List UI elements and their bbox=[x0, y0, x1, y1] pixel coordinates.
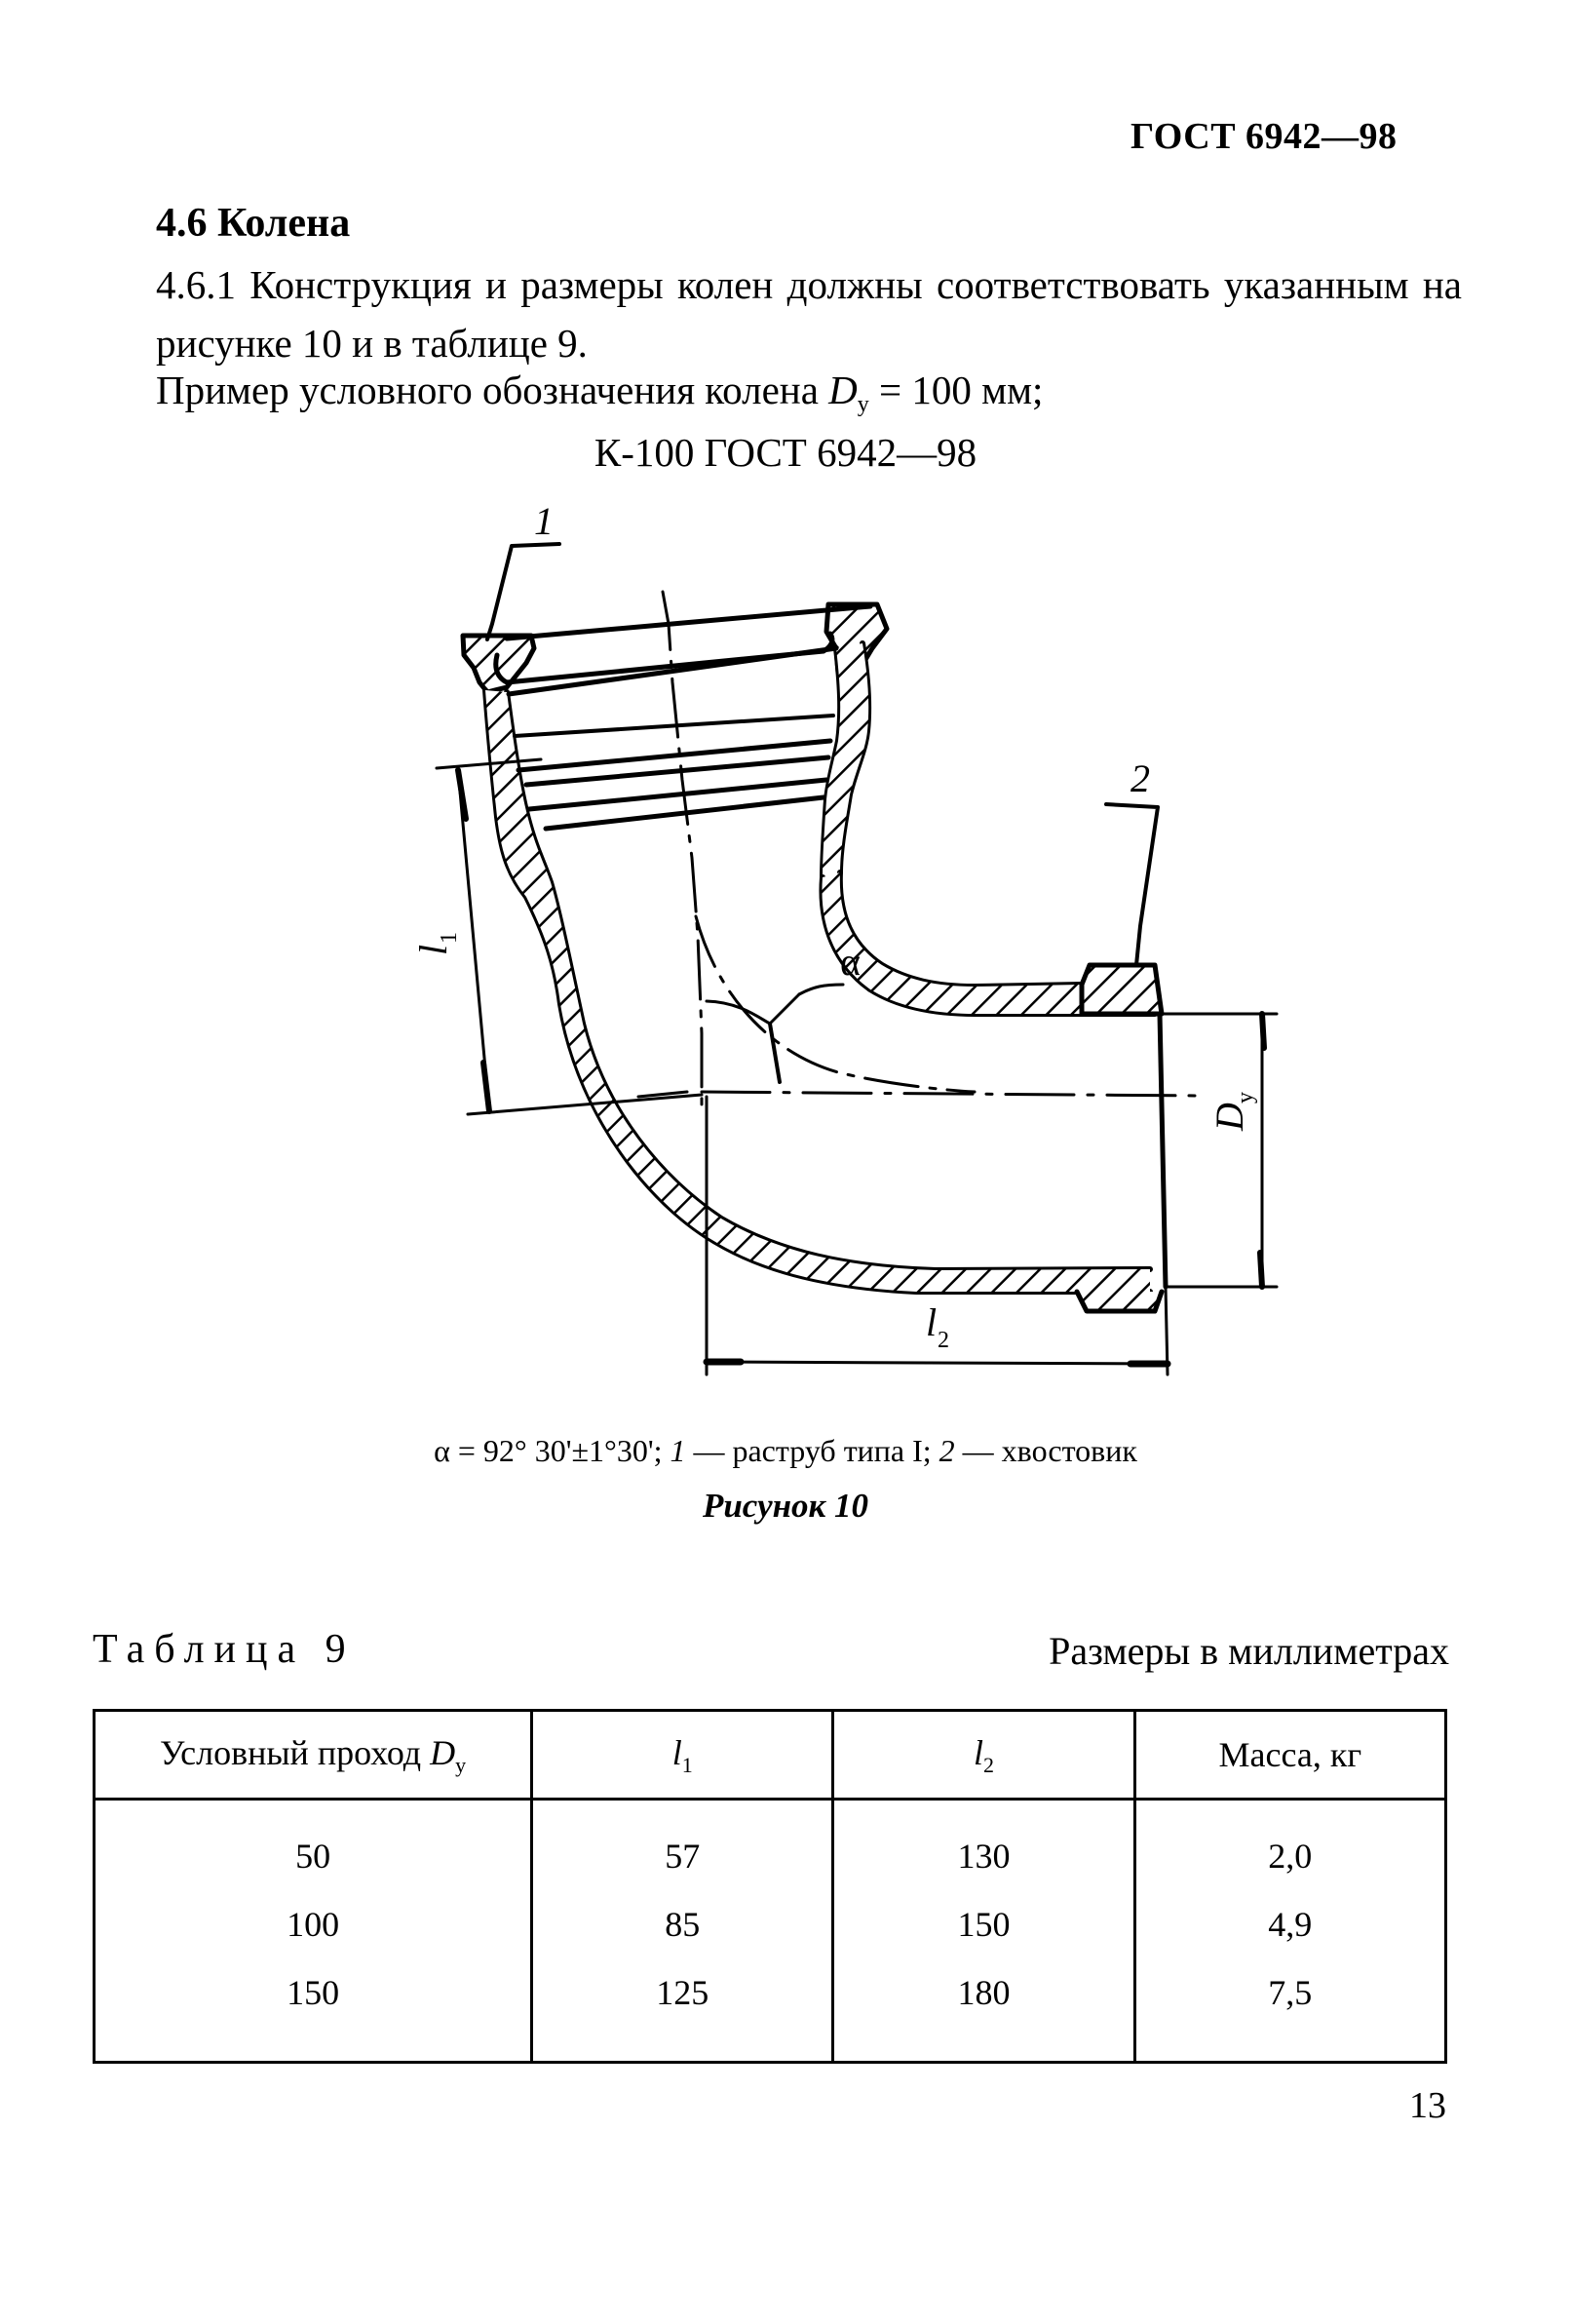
cell-l2: 130 bbox=[831, 1799, 1136, 1890]
table-row: 100 85 150 4,9 bbox=[92, 1890, 1448, 1958]
cell-nominal-diameter: 100 bbox=[92, 1890, 534, 1958]
symbol: l bbox=[973, 1732, 983, 1772]
cell-mass: 4,9 bbox=[1132, 1890, 1448, 1958]
paragraph-4-6-1: 4.6.1 Конструкция и размеры колен должны… bbox=[156, 255, 1462, 372]
table-units-note: Размеры в миллиметрах bbox=[1049, 1629, 1449, 1673]
symbol-sub: 2 bbox=[982, 1752, 994, 1777]
symbol-sub: 1 bbox=[681, 1752, 693, 1777]
col-header-mass: Масса, кг bbox=[1132, 1709, 1448, 1801]
section-title: 4.6 Колена bbox=[156, 201, 351, 246]
caption-item2-num: 2 bbox=[939, 1433, 955, 1468]
table-header-row: Условный проход Dу l1 l2 Масса, кг bbox=[92, 1709, 1448, 1801]
paragraph-text: 4.6.1 Конструкция и размеры колен должны… bbox=[156, 262, 1462, 366]
dim-l1-sub: 1 bbox=[437, 932, 462, 944]
header-text: Масса, кг bbox=[1218, 1735, 1362, 1774]
cell-nominal-diameter: 150 bbox=[92, 1958, 534, 2064]
col-header-l2: l2 bbox=[831, 1709, 1136, 1801]
figure-title: Рисунок 10 bbox=[702, 1487, 869, 1525]
dim-dy: D у bbox=[1207, 1092, 1258, 1132]
example-suffix: = 100 мм; bbox=[868, 368, 1044, 412]
cell-l1: 85 bbox=[530, 1890, 835, 1958]
symbol-sub: у bbox=[857, 392, 869, 417]
designation-example: К-100 ГОСТ 6942—98 bbox=[594, 430, 977, 475]
cell-l1: 57 bbox=[530, 1799, 835, 1890]
header-text: Условный проход bbox=[160, 1732, 431, 1772]
figure-caption: α = 92° 30'±1°30'; 1 — раструб типа I; 2… bbox=[0, 1433, 1571, 1469]
caption-item1-num: 1 bbox=[670, 1433, 686, 1468]
dim-l1-symbol: l bbox=[411, 945, 455, 955]
cell-nominal-diameter: 50 bbox=[92, 1799, 534, 1890]
angle-label: α bbox=[840, 940, 861, 984]
dim-l2: l 2 bbox=[926, 1300, 949, 1353]
table-row: 50 57 130 2,0 bbox=[92, 1799, 1448, 1890]
symbol-d: D bbox=[828, 368, 858, 412]
dim-dy-symbol: D bbox=[1207, 1103, 1251, 1132]
col-header-nominal-diameter: Условный проход Dу bbox=[92, 1709, 534, 1801]
caption-angle: α = 92° 30'±1°30'; bbox=[434, 1433, 671, 1468]
col-header-l1: l1 bbox=[530, 1709, 835, 1801]
header-symbol: l2 bbox=[973, 1732, 994, 1777]
table-title: Таблица 9 bbox=[93, 1627, 356, 1672]
cell-mass: 7,5 bbox=[1132, 1958, 1448, 2064]
cell-mass: 2,0 bbox=[1132, 1799, 1448, 1890]
caption-item2-text: — хвостовик bbox=[954, 1433, 1137, 1468]
header-symbol: l1 bbox=[671, 1732, 693, 1777]
cell-l2: 180 bbox=[831, 1958, 1136, 2064]
cell-l2: 150 bbox=[831, 1890, 1136, 1958]
dim-l1: l 1 bbox=[411, 932, 462, 955]
header-symbol: Dу bbox=[430, 1732, 466, 1777]
symbol: D bbox=[430, 1732, 456, 1772]
symbol: l bbox=[671, 1732, 682, 1772]
dimensions-table: Условный проход Dу l1 l2 Масса, кг 50 57… bbox=[92, 1709, 1448, 2064]
callout-2: 2 bbox=[1130, 756, 1150, 800]
callout-1: 1 bbox=[534, 499, 554, 543]
document-standard-ref: ГОСТ 6942—98 bbox=[1130, 116, 1398, 157]
cell-l1: 125 bbox=[530, 1958, 835, 2064]
paragraph-example: Пример условного обозначения колена Dу =… bbox=[156, 361, 1462, 434]
dim-dy-sub: у bbox=[1233, 1092, 1258, 1104]
symbol-sub: у bbox=[455, 1752, 467, 1777]
page-number: 13 bbox=[1409, 2085, 1446, 2126]
caption-item1-text: — раструб типа I; bbox=[685, 1433, 939, 1468]
nominal-diameter-symbol: Dу bbox=[828, 368, 869, 417]
dim-l2-symbol: l bbox=[926, 1300, 937, 1344]
table-row: 150 125 180 7,5 bbox=[92, 1958, 1448, 2064]
example-prefix: Пример условного обозначения колена bbox=[156, 368, 829, 412]
elbow-drawing: 1 2 α l 1 l 2 D у bbox=[411, 499, 1279, 1376]
dim-l2-sub: 2 bbox=[938, 1328, 949, 1353]
